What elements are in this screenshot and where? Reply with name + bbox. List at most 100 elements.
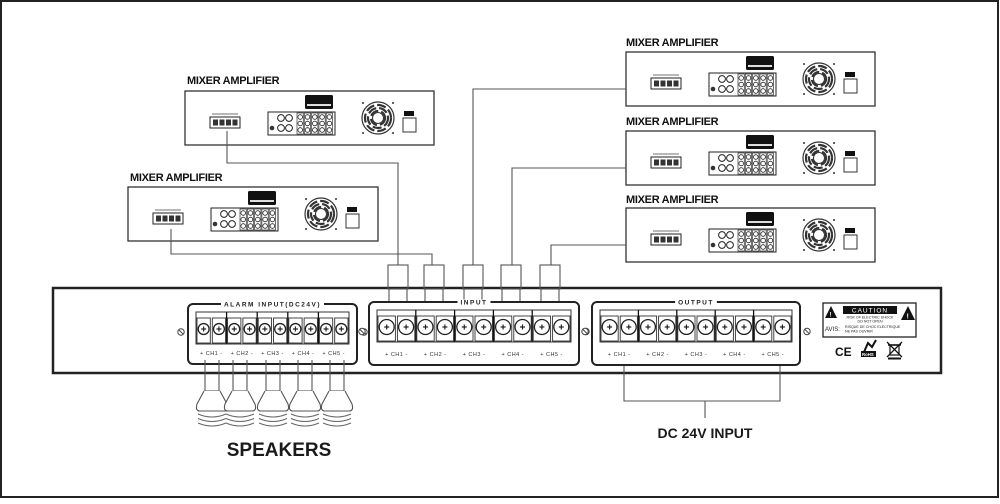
caution-avis: AVIS: <box>825 327 840 333</box>
screw-terminal <box>638 315 658 342</box>
cooling-fan-icon <box>361 101 395 135</box>
caution-avis-text2: NE PAS OUVRIR <box>845 330 873 334</box>
input-panel-label: INPUT <box>461 300 488 307</box>
signal-wire <box>170 229 433 265</box>
caution-avis-text1: RISQUE DE CHOC ELECTRIQUE <box>845 325 901 329</box>
speaker-output-terminal-icon <box>209 113 241 129</box>
channel-label: + CH5 - <box>540 352 563 358</box>
channel-label: + CH4 - <box>501 352 524 358</box>
rca-jacks-icon <box>210 207 279 232</box>
screw-terminal <box>513 315 532 342</box>
mixer-amplifier: MIXER AMPLIFIER <box>184 75 435 146</box>
dc-input-wiring <box>623 366 781 418</box>
channel-label: + CH2 - <box>231 351 254 357</box>
screw-terminal <box>211 317 227 344</box>
warning-triangle-right-icon <box>901 306 915 320</box>
screw-terminal <box>288 317 303 344</box>
mixer-amplifier-title: MIXER AMPLIFIER <box>626 37 719 49</box>
screw-terminal <box>532 315 552 342</box>
screw-terminal <box>196 317 211 344</box>
input-plug <box>387 264 409 290</box>
model-label-icon <box>305 95 333 109</box>
screw-terminal <box>377 315 396 342</box>
speaker-output-terminal-icon <box>650 230 682 246</box>
weee-bin-icon <box>886 341 903 360</box>
screw-terminal <box>677 315 696 342</box>
label-backing <box>675 299 717 307</box>
input-terminal-panel: INPUT+ CH1 -+ CH2 -+ CH3 -+ CH4 -+ CH5 - <box>358 299 590 366</box>
dc-input-label: DC 24V INPUT <box>658 425 753 441</box>
caution-label: ! ! CAUTION RISK OF ELECTRIC SHOCK DO NO… <box>822 302 917 338</box>
channel-label: + CH1 - <box>608 352 631 358</box>
rohs-mark-icon: RoHS <box>861 339 877 357</box>
caution-line2: DO NOT OPEN <box>857 320 882 324</box>
power-socket-icon <box>345 207 360 229</box>
screw-terminal <box>334 317 349 344</box>
channel-label: + CH1 - <box>200 351 223 357</box>
mixer-amplifier-title: MIXER AMPLIFIER <box>187 75 280 87</box>
screw-terminal <box>773 315 792 342</box>
label-backing <box>457 299 491 307</box>
screw-terminal <box>493 315 513 342</box>
rohs-text: RoHS <box>862 352 874 357</box>
screw-terminal <box>715 315 734 342</box>
cooling-fan-icon <box>304 197 338 231</box>
power-socket-icon <box>843 72 858 94</box>
rca-jacks-icon <box>708 151 777 176</box>
speaker-output-terminal-icon <box>650 74 682 90</box>
model-label-icon <box>746 212 774 226</box>
terminal-panels: ALARM INPUT(DC24V) + CH1 - + CH2 - + CH3 - +… <box>177 299 811 366</box>
screw-terminal <box>242 317 257 344</box>
warning-triangle-left-icon <box>825 306 837 318</box>
mixer-amplifier: MIXER AMPLIFIER <box>625 37 876 107</box>
mixer-amplifier-title: MIXER AMPLIFIER <box>626 116 719 128</box>
mixer-amplifier: MIXER AMPLIFIER <box>625 116 876 186</box>
speaker-icon <box>320 360 354 427</box>
speakers-label: SPEAKERS <box>227 440 332 461</box>
speaker-icon <box>288 360 322 427</box>
screw-terminal <box>396 315 416 342</box>
screw-terminal <box>658 315 677 342</box>
channel-label: + CH2 - <box>646 352 669 358</box>
input-plug <box>539 264 561 290</box>
alarm-terminal-panel: ALARM INPUT(DC24V)+ CH1 -+ CH2 -+ CH3 -+… <box>177 301 368 365</box>
screw-terminal <box>273 317 288 344</box>
mixer-amplifier: MIXER AMPLIFIER <box>127 172 379 242</box>
power-socket-icon <box>843 228 858 250</box>
mixer-amplifier-title: MIXER AMPLIFIER <box>130 172 223 184</box>
screw-terminal <box>552 315 571 342</box>
screw-terminal <box>257 317 272 344</box>
mounting-screw-icon <box>177 328 185 336</box>
model-label-icon <box>746 135 774 149</box>
channel-label: + CH3 - <box>463 352 486 358</box>
alarm-panel-label: ALARM INPUT(DC24V) <box>224 302 321 309</box>
label-backing <box>220 301 325 309</box>
signal-wire <box>550 244 626 265</box>
speaker-icon <box>256 360 290 427</box>
channel-label: + CH5 - <box>761 352 784 358</box>
mounting-screw-icon <box>581 327 589 336</box>
speaker-icon <box>195 360 229 427</box>
screw-terminal <box>416 315 435 342</box>
ce-mark-icon: CE <box>835 345 852 359</box>
mixer-amplifier-title: MIXER AMPLIFIER <box>626 194 719 206</box>
mounting-screw-icon <box>803 327 811 336</box>
channel-label: + CH5 - <box>322 351 345 357</box>
model-label-icon <box>248 191 276 205</box>
mixer-amplifiers: MIXER AMPLIFIER MIXER AMPLIFIER MIXER AMPL… <box>127 37 876 263</box>
caution-title-bar <box>843 306 897 314</box>
rca-jacks-icon <box>267 111 336 136</box>
speaker-output-terminal-icon <box>152 209 184 225</box>
speaker-output-terminal-icon <box>650 153 682 169</box>
signal-wire <box>472 88 626 265</box>
power-socket-icon <box>402 111 417 133</box>
speaker-icon <box>223 360 257 427</box>
certification-marks: CE RoHS <box>835 339 903 360</box>
warning-exclaim: ! <box>830 313 832 319</box>
screw-terminal <box>696 315 715 342</box>
screw-terminal <box>318 317 334 344</box>
screw-terminal <box>734 315 754 342</box>
channel-label: + CH3 - <box>685 352 708 358</box>
